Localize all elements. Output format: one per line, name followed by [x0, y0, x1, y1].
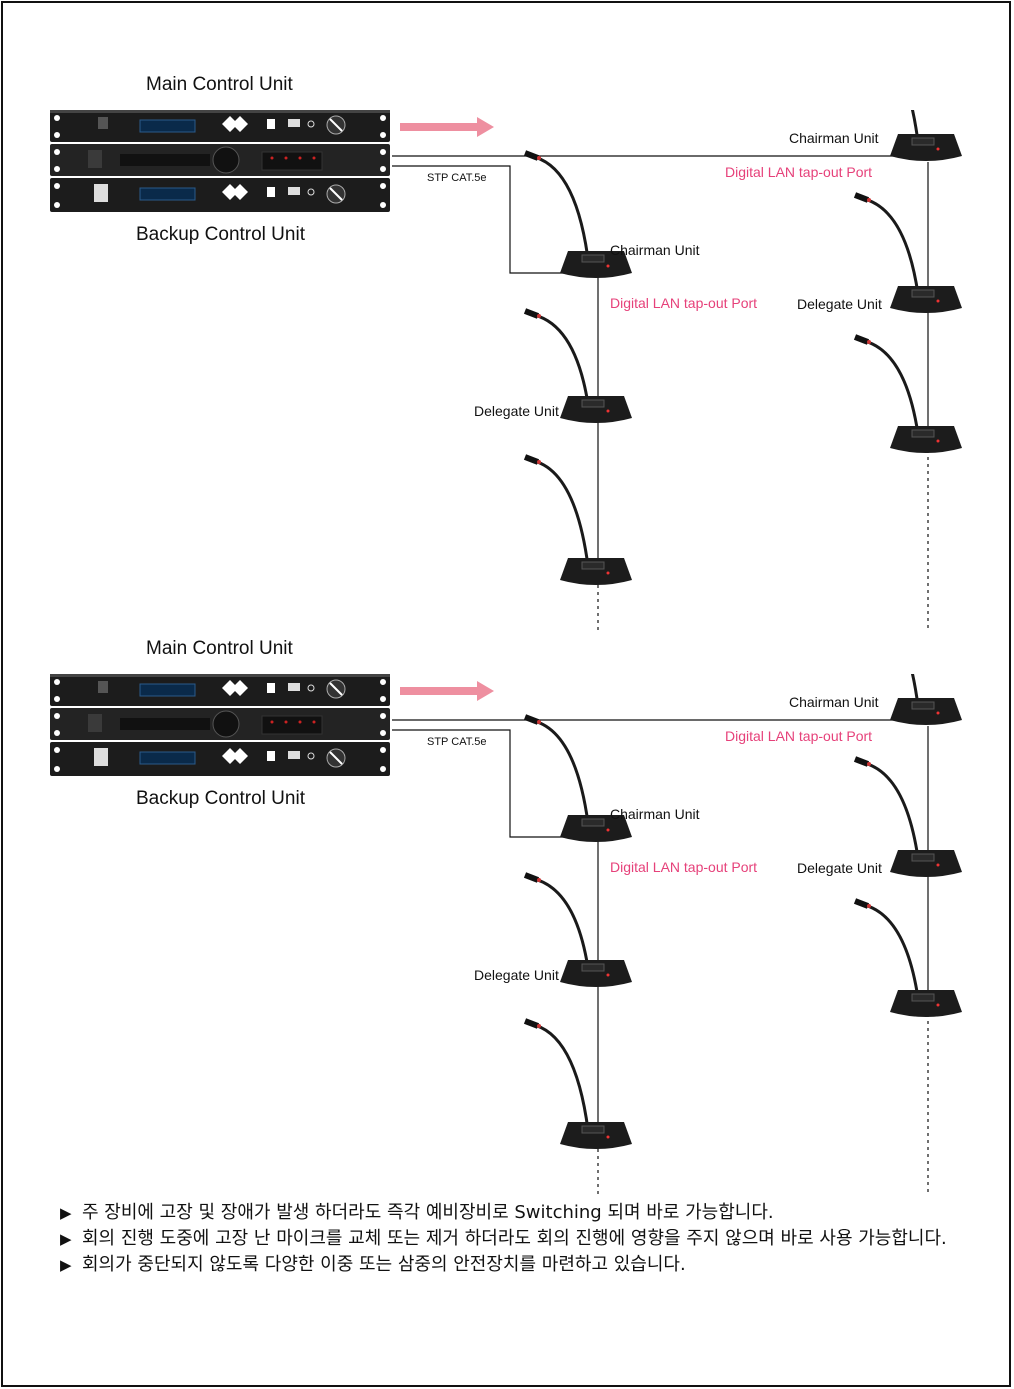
- microphone-units: [523, 674, 962, 1149]
- conference-microphone-unit: [853, 192, 962, 313]
- microphone-units: [523, 110, 962, 585]
- conference-microphone-unit: [523, 1018, 632, 1149]
- note-text: 주 장비에 고장 및 장애가 발생 하더라도 즉각 예비장비로 Switchin…: [82, 1202, 774, 1223]
- continuation-lines: [597, 1014, 929, 1194]
- signal-arrow: [400, 681, 494, 701]
- note-text: 회의가 중단되지 않도록 다양한 이중 또는 삼중의 안전장치를 마련하고 있습…: [82, 1254, 686, 1275]
- bullet-icon: ▶: [60, 1204, 72, 1222]
- main-control-unit-label: Main Control Unit: [146, 74, 293, 95]
- conference-microphone-unit: [890, 674, 962, 725]
- cable-type-label: STP CAT.5e: [427, 736, 487, 748]
- notes-list: ▶ 주 장비에 고장 및 장애가 발생 하더라도 즉각 예비장비로 Switchi…: [60, 1200, 980, 1278]
- backup-control-unit-device: [50, 742, 390, 776]
- conference-microphone-unit: [853, 898, 962, 1017]
- bullet-icon: ▶: [60, 1256, 72, 1274]
- conference-microphone-unit: [853, 334, 962, 453]
- conference-microphone-unit: [523, 714, 632, 842]
- top-chairman-unit-label: Chairman Unit: [789, 130, 879, 146]
- conference-microphone-unit: [523, 150, 632, 278]
- system-diagram-2: Main Control Unit Backup Control Unit ST…: [0, 638, 1014, 1274]
- conference-microphone-unit: [853, 756, 962, 877]
- backup-control-unit-device: [50, 178, 390, 212]
- bullet-icon: ▶: [60, 1230, 72, 1248]
- cables: [392, 155, 929, 585]
- main-control-unit-device: [50, 674, 390, 706]
- middle-rack-device: [50, 144, 390, 176]
- conference-microphone-unit: [523, 454, 632, 585]
- left-delegate-unit-label: Delegate Unit: [474, 403, 559, 419]
- backup-control-unit-label: Backup Control Unit: [136, 788, 305, 809]
- note-item: ▶ 회의가 중단되지 않도록 다양한 이중 또는 삼중의 안전장치를 마련하고 있…: [60, 1252, 980, 1278]
- right-delegate-unit-label: Delegate Unit: [797, 860, 882, 876]
- mid-chairman-unit-label: Chairman Unit: [610, 242, 700, 258]
- conference-microphone-unit: [523, 308, 632, 423]
- conference-microphone-unit: [523, 872, 632, 987]
- cable-type-label: STP CAT.5e: [427, 172, 487, 184]
- note-item: ▶ 주 장비에 고장 및 장애가 발생 하더라도 즉각 예비장비로 Switchi…: [60, 1200, 980, 1226]
- backup-control-unit-label: Backup Control Unit: [136, 224, 305, 245]
- note-item: ▶ 회의 진행 도중에 고장 난 마이크를 교체 또는 제거 하더라도 회의 진행…: [60, 1226, 980, 1252]
- diagram-graphics: [50, 674, 962, 1194]
- mid-chairman-unit-label: Chairman Unit: [610, 806, 700, 822]
- top-chairman-unit-label: Chairman Unit: [789, 694, 879, 710]
- cables: [392, 719, 929, 1149]
- conference-microphone-unit: [890, 110, 962, 161]
- top-tapout-port-label: Digital LAN tap-out Port: [725, 164, 873, 180]
- mid-tapout-port-label: Digital LAN tap-out Port: [610, 295, 758, 311]
- top-tapout-port-label: Digital LAN tap-out Port: [725, 728, 873, 744]
- signal-arrow: [400, 117, 494, 137]
- main-control-unit-label: Main Control Unit: [146, 638, 293, 659]
- right-delegate-unit-label: Delegate Unit: [797, 296, 882, 312]
- continuation-lines: [597, 450, 929, 630]
- mid-tapout-port-label: Digital LAN tap-out Port: [610, 859, 758, 875]
- middle-rack-device: [50, 708, 390, 740]
- system-diagram-1: Main Control Unit Backup Control Unit ST…: [0, 74, 1014, 710]
- left-delegate-unit-label: Delegate Unit: [474, 967, 559, 983]
- diagram-graphics: [50, 110, 962, 630]
- note-text: 회의 진행 도중에 고장 난 마이크를 교체 또는 제거 하더라도 회의 진행에…: [82, 1228, 947, 1249]
- main-control-unit-device: [50, 110, 390, 142]
